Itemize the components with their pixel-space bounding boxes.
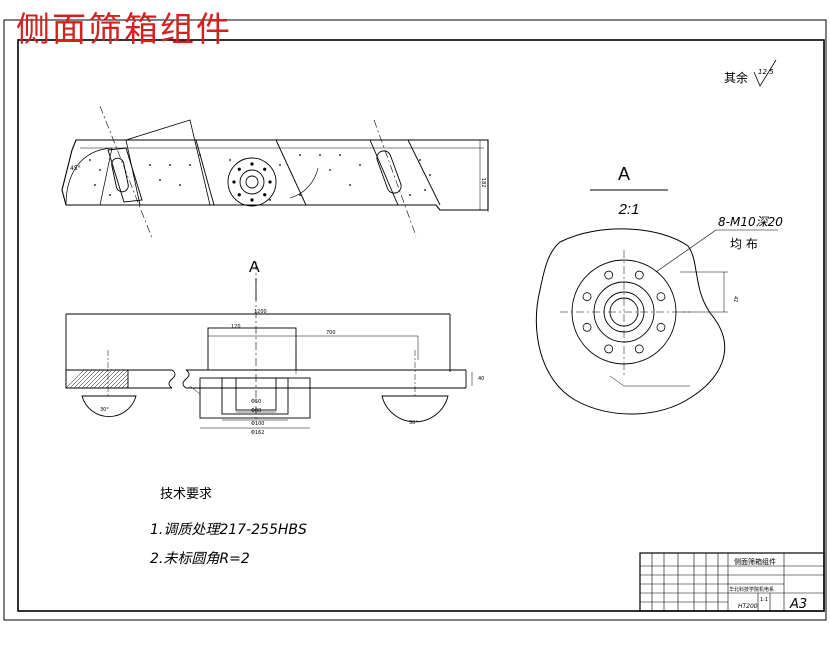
hatch-line <box>81 369 101 389</box>
front-view <box>65 262 473 429</box>
hatch-line <box>73 369 93 389</box>
tech-requirement-item-2: 2.未标圆角R=2 <box>150 551 250 567</box>
hatch-line <box>121 381 129 389</box>
dim-front-left: 120 <box>231 324 241 330</box>
title-block-material: HT200 <box>738 603 758 610</box>
drawing-frame <box>17 39 825 612</box>
rivet-dot <box>159 179 161 181</box>
hatch-line <box>65 369 85 389</box>
title-block-scale: 1:1 <box>760 597 768 603</box>
surface-roughness-value: 12.5 <box>758 68 774 76</box>
hub-bolt-hole <box>237 167 241 171</box>
hub-bolt-hole <box>268 180 272 184</box>
rivet-dot <box>424 189 426 191</box>
rivet-dot <box>359 164 361 166</box>
rivet-dot <box>169 164 171 166</box>
rivet-dot <box>89 159 91 161</box>
drawing-title: 侧面筛箱组件 <box>16 10 232 50</box>
hub-bolt-hole <box>263 167 267 171</box>
tech-requirement-item-1: 1.调质处理217-255HBS <box>150 522 307 538</box>
hub-bolt-hole <box>250 198 254 202</box>
hub-bolt-hole <box>237 193 241 197</box>
hatch-line <box>117 377 129 389</box>
flange-bolt-hole <box>634 270 644 280</box>
rivet-dot <box>299 194 301 196</box>
hatch-line <box>125 385 129 389</box>
top-view-holes <box>89 154 431 202</box>
hub-bolt-hole <box>263 193 267 197</box>
hatch-line <box>85 369 105 389</box>
hatch-line <box>69 369 89 389</box>
dim-hub-d3: Φ100 <box>251 421 264 427</box>
dim-front-right: 700 <box>326 330 336 336</box>
hatch-line <box>89 369 109 389</box>
flange-bolt-hole <box>582 322 592 332</box>
flange-bolt-hole <box>582 292 592 302</box>
dim-hub-d4: Φ162 <box>251 430 264 436</box>
rivet-dot <box>229 159 231 161</box>
rivet-dot <box>279 164 281 166</box>
flange-bolt-hole <box>634 344 644 354</box>
rivet-dot <box>409 194 411 196</box>
title-block-company: 华北科技学院机电系 <box>729 586 774 593</box>
rivet-dot <box>419 159 421 161</box>
section-view-label: A <box>618 164 630 184</box>
surface-note-prefix: 其余 <box>724 70 748 85</box>
title-block-drawing-name: 侧面筛箱组件 <box>734 557 776 566</box>
rivet-dot <box>109 194 111 196</box>
hatch-line <box>97 369 117 389</box>
hatch-line <box>109 369 129 389</box>
flange-bolt-hole <box>604 270 614 280</box>
dim-angle-left: 45° <box>70 165 81 172</box>
flange-bolt-hole <box>656 322 666 332</box>
rivet-dot <box>199 154 201 156</box>
rivet-dot <box>99 169 101 171</box>
rivet-dot <box>189 164 191 166</box>
hatch-line <box>77 369 97 389</box>
rivet-dot <box>149 164 151 166</box>
dim-front-height: 40 <box>478 376 484 382</box>
roughness-symbol <box>753 59 777 87</box>
dim-angle-bottom-left: 30° <box>100 407 109 413</box>
rivet-dot <box>299 154 301 156</box>
rivet-dot <box>329 169 331 171</box>
hub-bolt-hole <box>250 162 254 166</box>
section-marker: A <box>249 259 260 276</box>
flange-bolt-hole <box>604 344 614 354</box>
section-view-a <box>535 189 778 415</box>
hatch-line <box>113 373 129 389</box>
dim-angle-bottom-right: 30° <box>409 420 418 426</box>
title-block-sheet-size: A3 <box>789 597 807 612</box>
hatch-line <box>105 369 125 389</box>
outer-border <box>3 19 827 621</box>
rivet-dot <box>319 154 321 156</box>
bolt-note-distribution: 均 布 <box>730 237 758 251</box>
rivet-dot <box>94 184 96 186</box>
flange-bolt-hole <box>656 292 666 302</box>
section-view-scale: 2:1 <box>618 201 640 218</box>
rivet-dot <box>349 184 351 186</box>
dim-hub-d2: Φ80 <box>251 408 261 414</box>
rivet-dot <box>429 174 431 176</box>
bolt-note-spec: 8-M10深20 <box>718 215 783 229</box>
rivet-dot <box>179 184 181 186</box>
dim-front-total: 1200 <box>254 309 267 315</box>
hatch-line <box>93 369 113 389</box>
rivet-dot <box>339 154 341 156</box>
dim-top-height: 182 <box>480 178 486 188</box>
title-block <box>639 552 825 612</box>
hub-bolt-hole <box>232 180 236 184</box>
dim-hub-d1: Φ50 <box>251 399 261 405</box>
section-view-bolt-holes <box>582 270 666 354</box>
hatch-line <box>101 369 121 389</box>
dim-section: 42 <box>732 296 738 302</box>
top-view <box>61 105 489 239</box>
rivet-dot <box>269 199 271 201</box>
tech-requirements-heading: 技术要求 <box>160 487 212 502</box>
front-view-hatching <box>65 369 129 389</box>
